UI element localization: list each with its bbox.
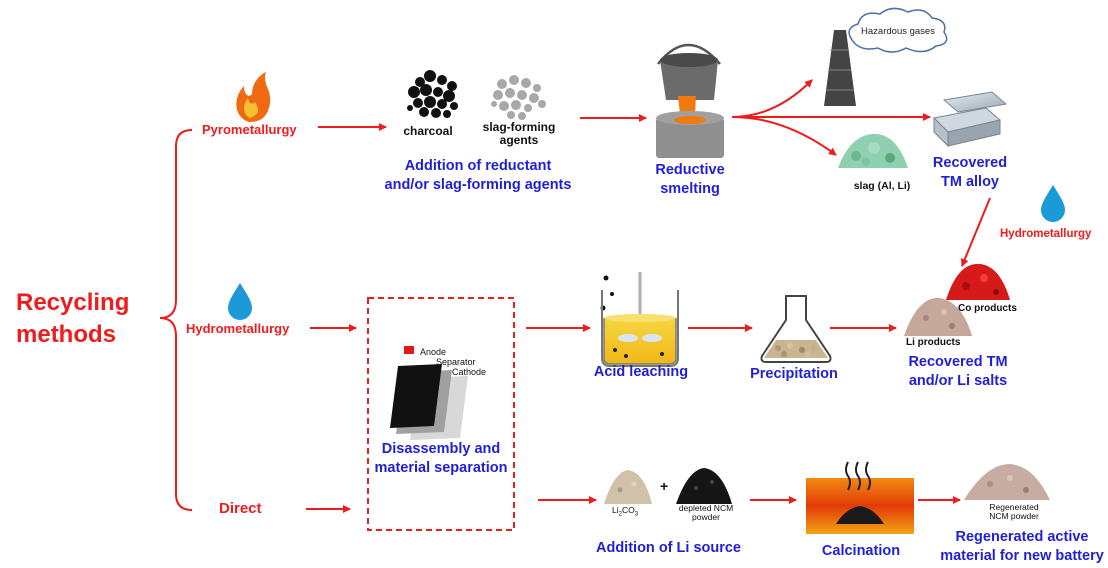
ncm-depleted-label-line2: powder <box>692 512 720 522</box>
slag-pile-image <box>838 133 908 168</box>
hydrometallurgy-side-label: Hydrometallurgy <box>1000 228 1092 240</box>
branch-pyrometallurgy: Pyrometallurgy <box>202 122 297 137</box>
arrow-to-chimney <box>731 79 813 118</box>
disassembly-box <box>367 297 515 531</box>
li2co3-pile-image <box>604 470 652 504</box>
regenerated-ncm-pile-image <box>964 464 1050 500</box>
gas-cloud-shape <box>848 7 948 53</box>
salts-label-line1: Recovered TM <box>908 354 1008 370</box>
arrow-alloy-to-hydro <box>960 197 991 267</box>
battery-layers-image <box>390 346 468 440</box>
li2co3-label: Li2CO3 <box>612 505 639 518</box>
slag-product-label: slag (Al, Li) <box>853 180 911 192</box>
slag-agents-label-line1: slag-forming <box>482 120 556 134</box>
ncm-depleted-label-line1: depleted NCM <box>678 503 734 513</box>
title-line2: methods <box>16 321 117 348</box>
salts-piles-image <box>904 263 1010 336</box>
regenerated-ncm-label-line1: Regenerated <box>989 502 1039 512</box>
step-reductant-line2: and/or slag-forming agents <box>384 177 572 193</box>
slag-agents-label-line2: agents <box>499 133 539 147</box>
alloy-label-line1: Recovered <box>932 155 1008 171</box>
water-drop-side-icon <box>1041 185 1065 222</box>
alloy-ingots-image <box>932 91 1008 148</box>
chimney-image <box>824 30 856 106</box>
charcoal-image <box>407 70 458 118</box>
final-label-line1: Regenerated active <box>955 529 1089 545</box>
beaker-image <box>600 272 679 367</box>
disassembly-label-line1: Disassembly and <box>381 441 501 457</box>
water-drop-icon <box>228 283 252 320</box>
alloy-label-line2: TM alloy <box>940 174 999 190</box>
title-line1: Recycling <box>16 289 130 316</box>
flask-image <box>760 295 832 363</box>
hazardous-gases-label: Hazardous gases <box>861 26 935 37</box>
branch-direct: Direct <box>219 500 262 517</box>
step-smelting-line2: smelting <box>660 181 720 197</box>
step-smelting-line1: Reductive <box>655 162 725 178</box>
flame-icon <box>236 72 271 122</box>
li-products-label: Li products <box>906 337 961 348</box>
ncm-depleted-pile-image <box>676 468 732 504</box>
acid-leaching-label: Acid leaching <box>593 364 689 380</box>
calcination-label: Calcination <box>821 543 901 559</box>
branch-bracket <box>159 129 193 511</box>
charcoal-label: charcoal <box>403 124 453 138</box>
co-products-label: Co products <box>958 303 1017 314</box>
plus-sign: + <box>660 478 669 494</box>
smelting-ladle-image <box>656 43 724 158</box>
calcination-furnace-image <box>806 461 914 534</box>
branch-hydrometallurgy: Hydrometallurgy <box>186 321 290 336</box>
regenerated-ncm-label-line2: NCM powder <box>989 511 1039 521</box>
li-source-label: Addition of Li source <box>596 540 741 556</box>
cathode-label: Cathode <box>452 367 487 377</box>
step-reductant-line1: Addition of reductant <box>404 158 552 174</box>
final-label-line2: material for new battery <box>940 548 1104 564</box>
arrow-to-slag <box>731 116 837 156</box>
precipitation-label: Precipitation <box>750 366 838 382</box>
slag-agents-image <box>491 75 546 120</box>
anode-label: Anode <box>420 347 447 357</box>
separator-label: Separator <box>436 357 476 367</box>
disassembly-label-line2: material separation <box>374 460 508 476</box>
salts-label-line2: and/or Li salts <box>908 373 1008 389</box>
